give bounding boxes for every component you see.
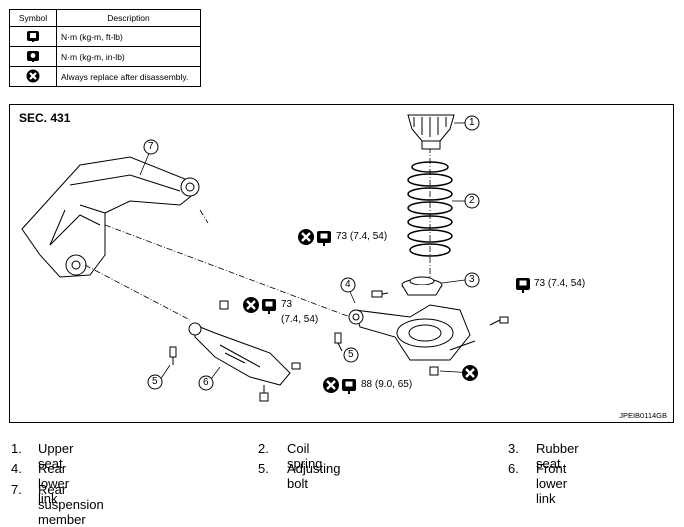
part-num: 4. xyxy=(11,461,22,476)
callout-5b: 5 xyxy=(152,376,158,387)
callout-1: 1 xyxy=(469,117,475,128)
torque-rear-link-upper: 73 (7.4, 54) xyxy=(336,231,388,242)
torque-wrench-small-icon xyxy=(9,46,57,67)
legend-row-replace: Always replace after disassembly. xyxy=(56,66,201,87)
exploded-view-art xyxy=(21,114,530,402)
part-label: Adjusting bolt xyxy=(287,461,341,491)
rear-suspension-member xyxy=(21,156,200,278)
replace-x-icon xyxy=(9,66,57,87)
legend-header-description: Description xyxy=(56,9,201,27)
callout-6: 6 xyxy=(203,377,209,388)
legend-row-inlb: N·m (kg-m, in-lb) xyxy=(56,46,201,67)
torque-front-link-b: (7.4, 54) xyxy=(281,314,319,325)
torque-front-link-bottom: 88 (9.0, 65) xyxy=(361,379,413,390)
part-num: 3. xyxy=(508,441,519,456)
part-label: Front lower link xyxy=(536,461,568,506)
rear-lower-link xyxy=(348,304,476,361)
torque-front-link-a: 73 xyxy=(281,299,293,310)
callout-3: 3 xyxy=(469,274,475,285)
part-num: 6. xyxy=(508,461,519,476)
part-num: 7. xyxy=(11,482,22,497)
symbol-legend-table: Symbol Description N·m (kg-m, ft-lb) N·m… xyxy=(9,9,201,87)
part-num: 5. xyxy=(258,461,269,476)
part-label: Coil spring xyxy=(287,441,323,471)
part-num: 2. xyxy=(258,441,269,456)
rubber-seat xyxy=(401,276,443,296)
section-label: SEC. 431 xyxy=(19,111,71,125)
legend-row-ftlb: N·m (kg-m, ft-lb) xyxy=(56,26,201,47)
part-label: Rear suspension member xyxy=(38,482,104,527)
coil-spring xyxy=(407,161,453,257)
torque-wrench-icon xyxy=(9,26,57,47)
part-label: Upper seat xyxy=(38,441,74,471)
callout-7: 7 xyxy=(148,141,154,152)
legend-header-symbol: Symbol xyxy=(9,9,57,27)
front-lower-link xyxy=(188,322,291,386)
callout-4: 4 xyxy=(345,279,351,290)
part-label: Rear lower link xyxy=(38,461,70,506)
fasteners xyxy=(169,290,509,402)
figure-code: JPEIB0114GB xyxy=(619,411,667,420)
part-label: Rubber seat xyxy=(536,441,579,471)
callout-5: 5 xyxy=(348,349,354,360)
suspension-diagram: SEC. 431 JPEIB0114GB xyxy=(9,104,674,423)
upper-seat xyxy=(407,114,455,150)
callout-2: 2 xyxy=(469,195,475,206)
part-num: 1. xyxy=(11,441,22,456)
torque-rear-link-right: 73 (7.4, 54) xyxy=(534,278,586,289)
